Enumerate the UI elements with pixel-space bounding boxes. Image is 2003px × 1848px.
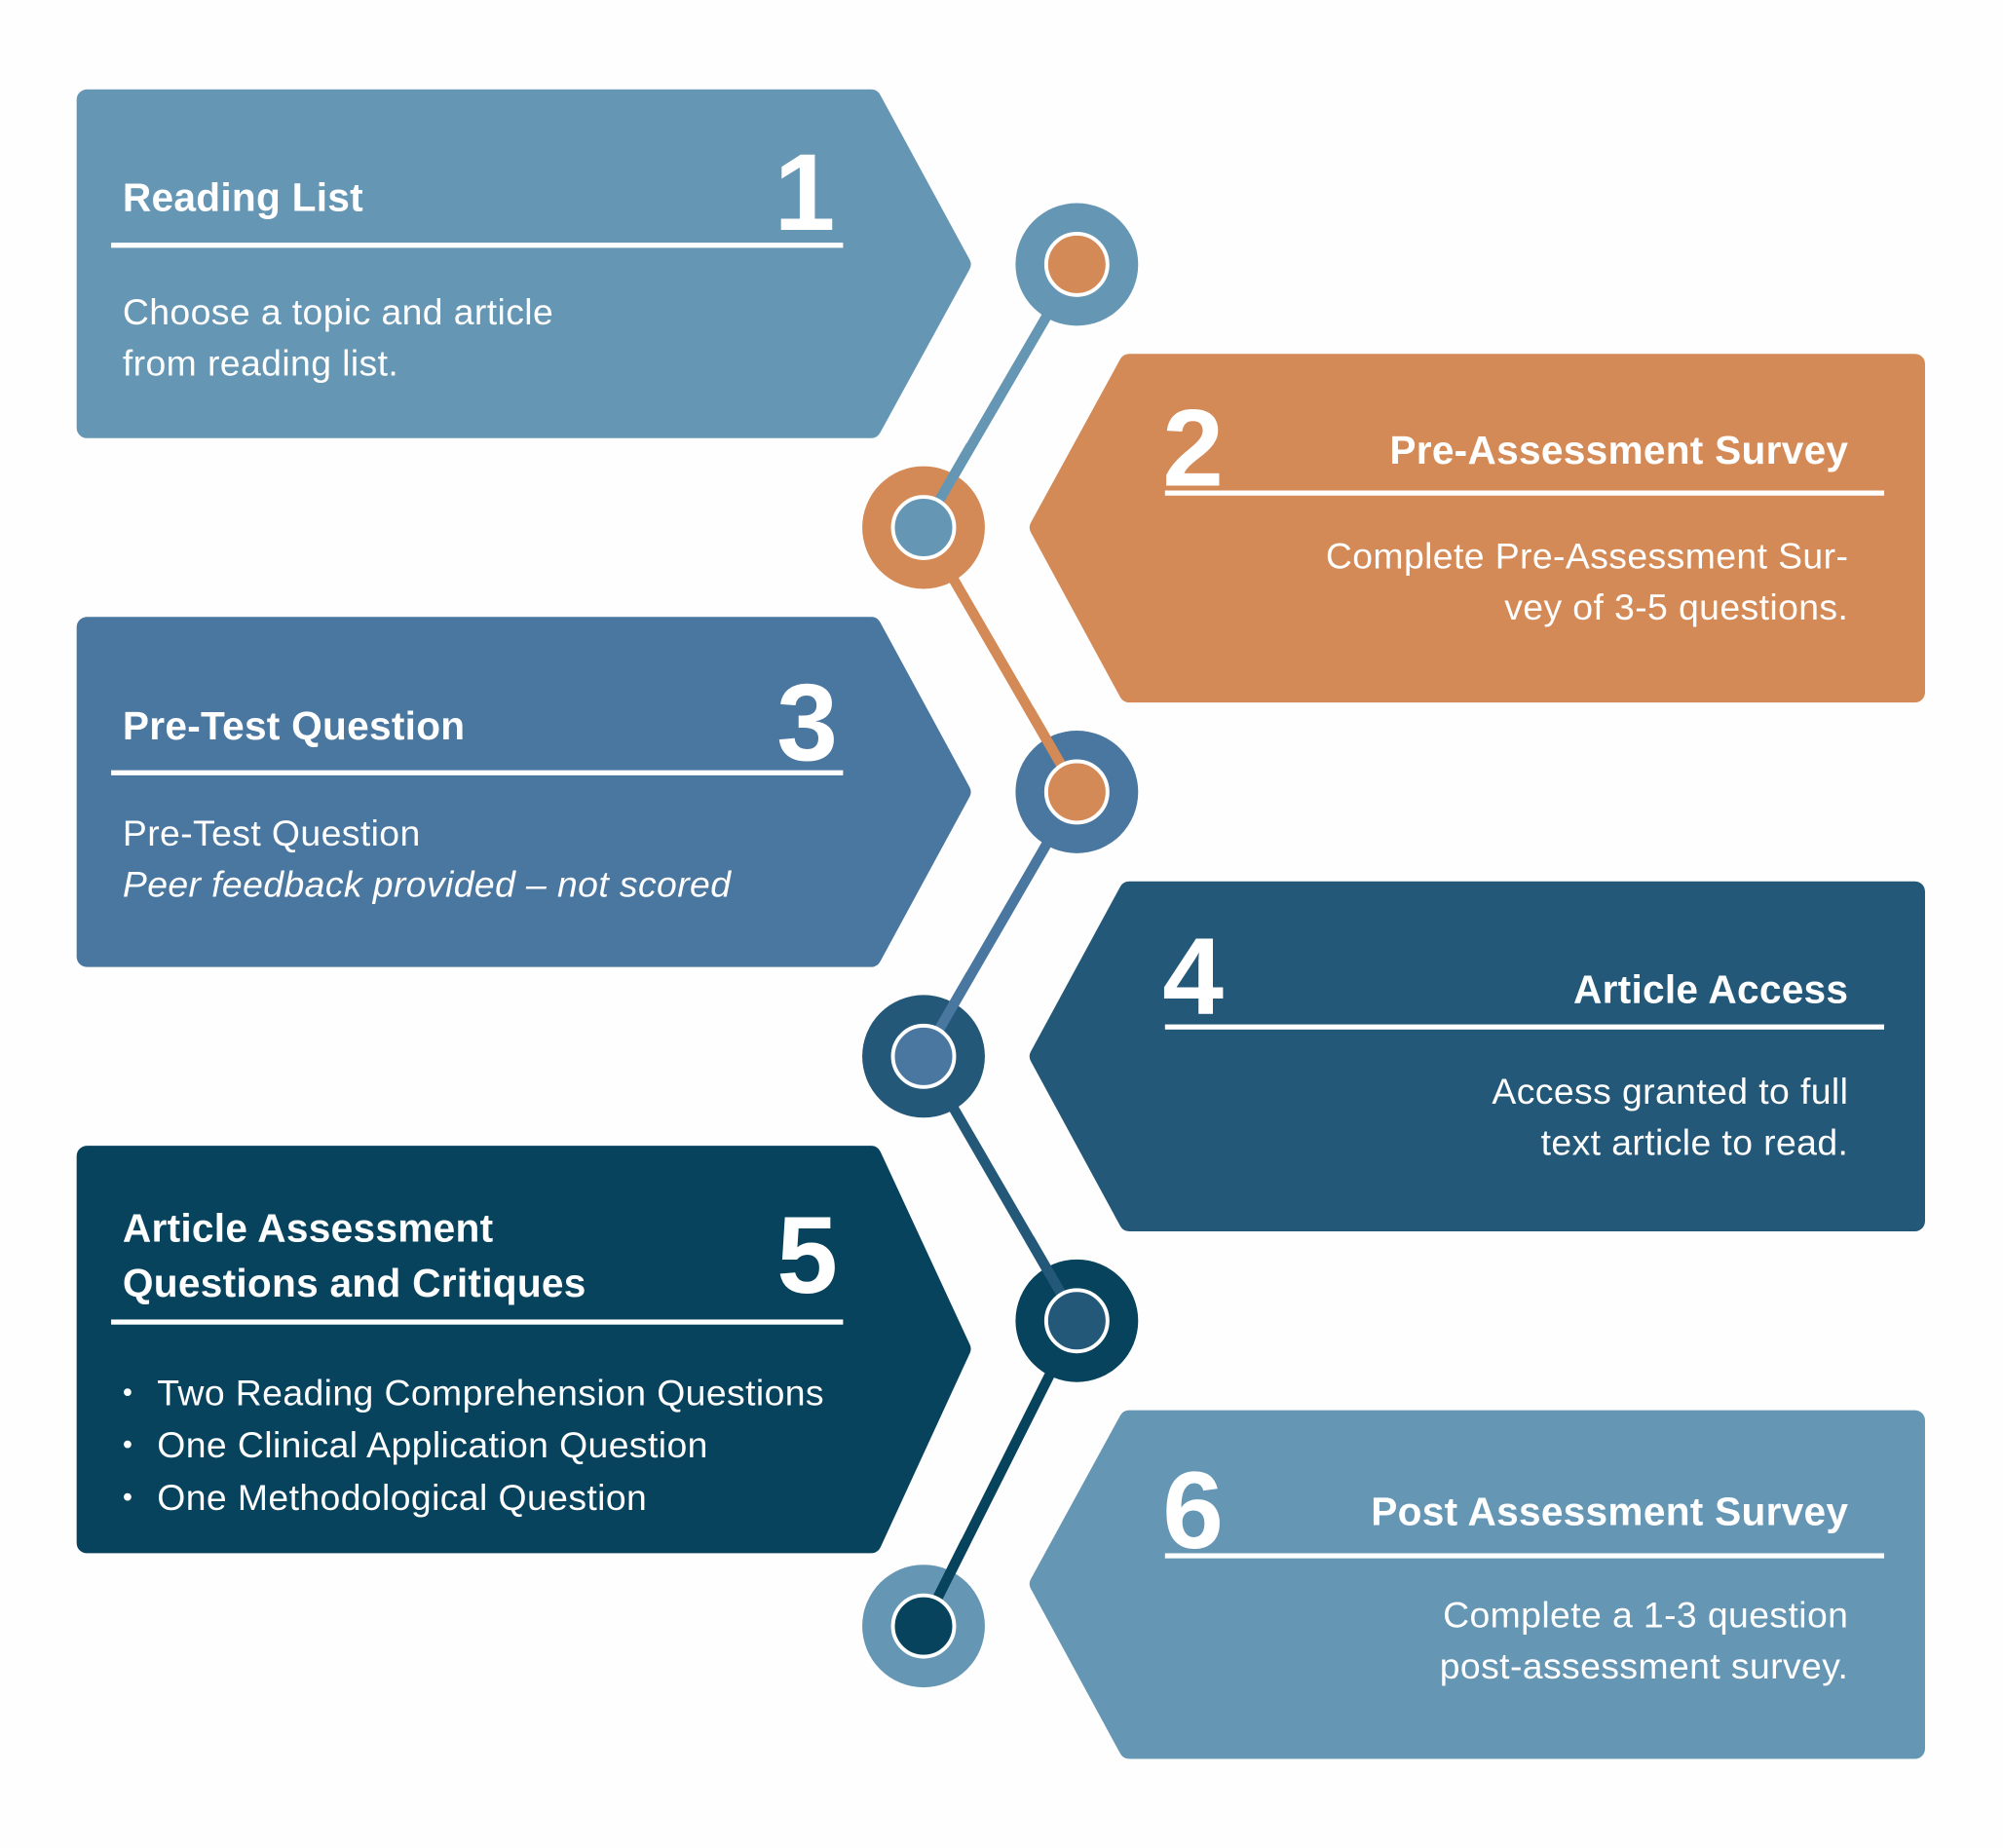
- bullet-item: Two Reading Comprehension Questions: [123, 1367, 824, 1419]
- node-4: [862, 971, 985, 1118]
- step-1-panel: [76, 89, 971, 438]
- step-1-description: Choose a topic and article from reading …: [123, 287, 553, 390]
- step-6-divider: [1164, 1553, 1885, 1559]
- description-line: vey of 3-5 questions.: [1504, 587, 1849, 629]
- title-line: Questions and Critiques: [122, 1261, 586, 1306]
- description-line: text article to read.: [1540, 1122, 1849, 1164]
- step-2-description: Complete Pre-Assessment Sur- vey of 3-5 …: [1326, 531, 1848, 633]
- description-line: from reading list.: [122, 343, 399, 385]
- description-line: Pre-Test Question: [122, 813, 421, 855]
- node-2: [862, 442, 985, 589]
- step-6-title: Post Assessment Survey: [1371, 1489, 1849, 1534]
- step-3-divider: [111, 770, 844, 775]
- step-5-number: 5: [776, 1193, 838, 1317]
- step-4-panel: [1029, 881, 1925, 1231]
- step-2-title: Pre-Assessment Survey: [1389, 428, 1849, 473]
- bullet-item: One Methodological Question: [123, 1472, 824, 1525]
- step-1-number: 1: [774, 132, 836, 254]
- step-1-title: Reading List: [122, 174, 363, 220]
- description-line: Choose a topic and article: [122, 292, 554, 334]
- step-6-panel: [1029, 1410, 1925, 1759]
- description-line: Access granted to full: [1492, 1072, 1849, 1113]
- node-6: [862, 1539, 985, 1688]
- step-4-description: Access granted to full text article to r…: [1492, 1067, 1848, 1169]
- node-5: [1015, 1236, 1139, 1382]
- description-line: Complete Pre-Assessment Sur-: [1325, 536, 1849, 578]
- step-5-bullet-list: Two Reading Comprehension Questions One …: [123, 1367, 824, 1524]
- title-line: Article Assessment: [122, 1205, 494, 1251]
- step-4-title: Article Access: [1572, 966, 1849, 1012]
- step-6-description: Complete a 1-3 question post-assessment …: [1440, 1590, 1849, 1692]
- step-4-number: 4: [1162, 916, 1224, 1039]
- step-5-title: Article Assessment Questions and Critiqu…: [123, 1201, 586, 1311]
- step-3-number: 3: [776, 661, 838, 785]
- step-3-panel: [76, 617, 971, 967]
- step-2-number: 2: [1162, 387, 1224, 510]
- node-3: [1015, 707, 1139, 853]
- step-3-title: Pre-Test Question: [122, 703, 466, 749]
- step-6-number: 6: [1162, 1450, 1224, 1573]
- step-2-panel: [1029, 354, 1925, 703]
- step-5-divider: [111, 1319, 844, 1325]
- description-line: Complete a 1-3 question: [1443, 1595, 1849, 1637]
- description-line: post-assessment survey.: [1439, 1646, 1849, 1688]
- node-1: [1015, 203, 1139, 326]
- step-2-divider: [1164, 490, 1885, 496]
- step-3-description: Pre-Test Question Peer feedback provided…: [123, 809, 732, 911]
- bullet-item: One Clinical Application Question: [123, 1419, 824, 1472]
- step-1-divider: [111, 243, 844, 248]
- step-4-divider: [1164, 1024, 1885, 1030]
- description-note: Peer feedback provided – not scored: [122, 864, 732, 906]
